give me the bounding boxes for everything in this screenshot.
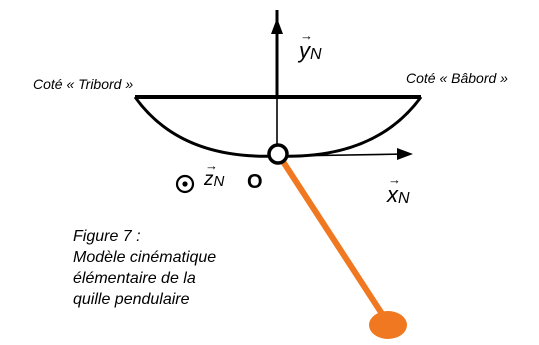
keel-bulb (369, 311, 407, 339)
vector-arrow-icon: → (300, 28, 313, 43)
keel-strut (279, 158, 389, 322)
vector-arrow-icon: → (205, 158, 218, 173)
y-axis-symbol: y (299, 38, 310, 63)
x-axis-line (287, 153, 406, 157)
x-axis-symbol: x (387, 182, 398, 207)
figure-caption: Figure 7 : Modèle cinématique élémentair… (73, 226, 216, 310)
origin-label: O (247, 171, 263, 193)
caption-line: Modèle cinématique (73, 249, 217, 266)
y-axis-arrow-icon (271, 18, 283, 34)
z-axis-dot (182, 181, 188, 187)
x-axis-subscript: N (398, 190, 410, 207)
z-axis-subscript: N (213, 173, 225, 190)
y-axis-subscript: N (310, 46, 322, 63)
caption-line: élémentaire de la (73, 270, 196, 287)
port-side-label: Coté « Bâbord » (406, 70, 508, 86)
z-axis-out-of-page-icon (175, 174, 195, 194)
starboard-side-label: Coté « Tribord » (33, 76, 134, 92)
vector-arrow-icon: → (388, 172, 401, 187)
caption-line: Figure 7 : (73, 228, 141, 245)
pivot-origin (267, 143, 289, 165)
z-axis-symbol: z (204, 169, 214, 190)
caption-line: quille pendulaire (73, 291, 190, 308)
x-axis-vector-label: →xN (387, 173, 410, 207)
x-axis-arrow-icon (397, 148, 413, 160)
y-axis-vector-label: →yN (299, 29, 322, 63)
z-axis-vector-label: →zN (204, 159, 225, 190)
